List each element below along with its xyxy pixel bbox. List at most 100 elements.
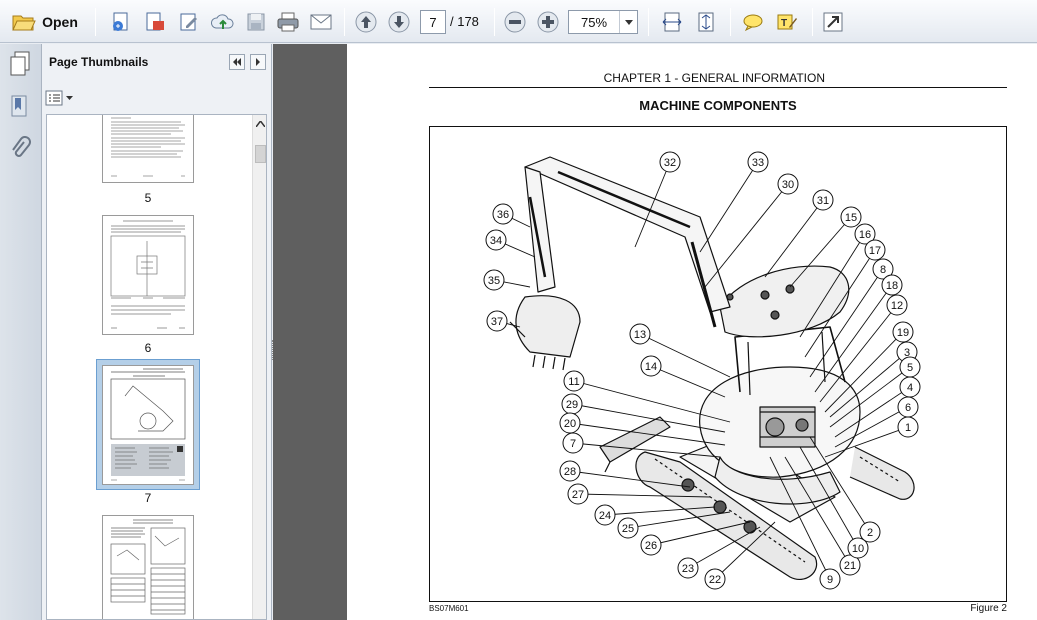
callout-number: 30 [782,179,794,191]
page-thumbnails-tab[interactable] [8,50,32,83]
callout-30: 30 [777,173,799,195]
fit-width-button[interactable] [658,8,686,36]
scrollbar-thumb[interactable] [255,145,266,163]
callout-9: 9 [819,568,841,590]
thumbnail-image [111,117,185,177]
open-label: Open [42,14,78,30]
callout-number: 22 [709,574,721,586]
callout-number: 17 [869,245,881,257]
export-button[interactable] [141,8,169,36]
fit-page-button[interactable] [692,8,720,36]
email-button[interactable] [307,8,335,36]
callout-leader [784,456,851,566]
callout-33: 33 [747,151,769,173]
callout-number: 5 [907,362,913,374]
toolbar: Open 7 / 178 75% [0,0,1037,43]
callout-27: 27 [567,483,589,505]
callout-12: 12 [886,294,908,316]
create-pdf-button[interactable] [107,8,135,36]
svg-text:T: T [781,18,787,29]
callout-leader [824,426,909,458]
open-button[interactable]: Open [6,8,84,36]
callout-leader [834,386,911,438]
callout-number: 20 [564,418,576,430]
thumbnail-scrollbar[interactable] [252,115,266,619]
callout-4: 4 [899,376,921,398]
thumbnail-number: 7 [144,491,152,505]
zoom-select[interactable]: 75% [568,10,638,34]
callout-number: 27 [572,489,584,501]
callout-22: 22 [704,568,726,590]
collapse-panel-button[interactable] [229,54,245,70]
callout-leader [699,161,759,253]
thumbnail-page-7[interactable] [102,365,194,485]
print-icon [277,12,299,32]
callout-leader [650,521,751,546]
callout-number: 37 [491,316,503,328]
thumbnail-page-5[interactable] [102,115,194,183]
thumbnail-image [110,220,186,329]
chevron-right-icon [256,58,260,66]
sign-icon [180,13,197,31]
next-page-button[interactable] [386,8,412,36]
previous-page-icon [355,11,377,33]
zoom-out-icon [504,11,526,33]
thumbnails-header: Page Thumbnails [42,44,272,82]
page-total: / 178 [450,14,479,29]
callout-number: 31 [817,195,829,207]
thumbnail-page-8[interactable] [102,515,194,619]
callout-5: 5 [899,356,921,378]
callout-leader [569,470,691,488]
callout-26: 26 [640,534,662,556]
thumbnail-image [110,368,186,481]
callout-2: 2 [859,521,881,543]
zoom-out-button[interactable] [502,8,528,36]
zoom-in-button[interactable] [535,8,561,36]
callout-15: 15 [840,206,862,228]
highlight-button[interactable]: T [773,8,801,36]
upload-icon [211,14,234,29]
zoom-dropdown-icon[interactable] [619,11,637,33]
callout-leader [799,233,866,338]
thumbnail-number: 5 [144,191,152,205]
fullscreen-button[interactable] [819,8,847,36]
thumbnail-options-button[interactable] [45,90,75,108]
callout-leader [789,216,852,288]
callout-20: 20 [559,412,581,434]
callout-29: 29 [561,393,583,415]
sign-button[interactable] [175,8,203,36]
upload-button[interactable] [209,8,237,36]
comment-button[interactable] [739,8,767,36]
callout-number: 24 [599,510,611,522]
bookmarks-tab[interactable] [10,94,30,125]
callout-35: 35 [483,269,505,291]
callout-number: 21 [844,560,856,572]
print-button[interactable] [274,8,302,36]
callout-leader [704,183,789,288]
thumbnail-page-6[interactable] [102,215,194,335]
callout-number: 15 [845,212,857,224]
callout-37: 37 [486,310,508,332]
callout-number: 18 [886,280,898,292]
callout-number: 11 [568,376,579,388]
previous-page-button[interactable] [353,8,379,36]
callout-7: 7 [562,432,584,454]
callout-number: 19 [897,327,909,339]
callout-24: 24 [594,504,616,526]
callout-number: 34 [490,235,502,247]
comment-icon [743,14,763,32]
page-title: MACHINE COMPONENTS [639,98,797,113]
page-number-input[interactable]: 7 [420,10,446,34]
callout-leader [573,380,731,423]
callout-number: 23 [682,563,694,575]
attachments-tab[interactable] [9,136,31,167]
save-button[interactable] [242,8,270,36]
panel-menu-button[interactable] [250,54,266,70]
chevron-up-icon[interactable] [256,121,265,127]
callout-number: 28 [564,466,576,478]
zoom-in-icon [537,11,559,33]
callout-1: 1 [897,416,919,438]
callout-21: 21 [839,554,861,576]
callout-leader [634,161,671,248]
